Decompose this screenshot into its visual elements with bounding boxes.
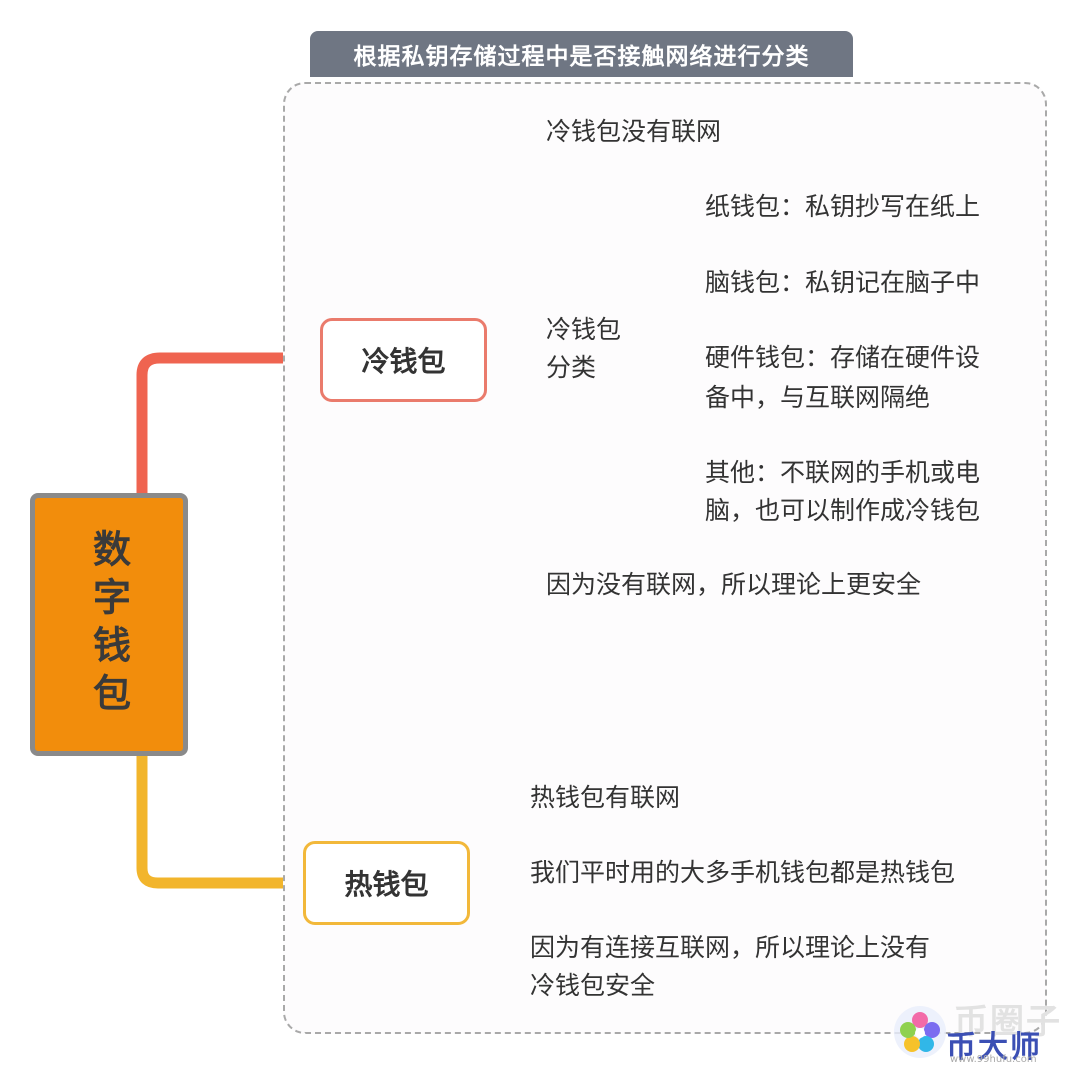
cold-no-network-text: 冷钱包没有联网 (546, 117, 722, 146)
root-label: 数字钱包 (86, 528, 131, 721)
watermark-line1: 币圈子 (954, 1002, 1062, 1042)
brain-wallet-text: 脑钱包：私钥记在脑子中 (705, 268, 981, 297)
hot-common-text: 我们平时用的大多手机钱包都是热钱包 (530, 858, 956, 887)
hot-networked-text: 热钱包有联网 (530, 783, 681, 812)
watermark-logo: 币圈子 币大师 www.99hufu.com (880, 992, 1080, 1069)
watermark-url: www.99hufu.com (950, 1054, 1037, 1065)
paper-wallet-text: 纸钱包：私钥抄写在纸上 (705, 192, 981, 221)
root-node[interactable]: 数字钱包 (30, 493, 188, 756)
other-wallet-line2: 脑，也可以制作成冷钱包 (705, 496, 981, 525)
cold-wallet-node[interactable]: 冷钱包 (320, 318, 487, 402)
cold-category-line1: 冷钱包 (546, 315, 622, 344)
hot-wallet-node[interactable]: 热钱包 (303, 841, 470, 925)
cold-safer-text: 因为没有联网，所以理论上更安全 (546, 570, 922, 599)
other-wallet-line1: 其他：不联网的手机或电 (705, 458, 981, 487)
group-title: 根据私钥存储过程中是否接触网络进行分类 (310, 31, 853, 77)
hot-less-safe-line2: 冷钱包安全 (530, 971, 656, 1000)
watermark-line2: 币大师 (946, 1030, 1042, 1065)
hardware-wallet-line1: 硬件钱包：存储在硬件设 (705, 343, 981, 372)
root-to-cold-line (136, 352, 326, 499)
root-to-hot-line (136, 750, 309, 889)
hot-less-safe-line1: 因为有连接互联网，所以理论上没有 (530, 933, 931, 962)
cold-category-line2: 分类 (546, 353, 597, 382)
hardware-wallet-line2: 备中，与互联网隔绝 (705, 383, 931, 412)
flower-logo-icon (894, 1006, 946, 1058)
